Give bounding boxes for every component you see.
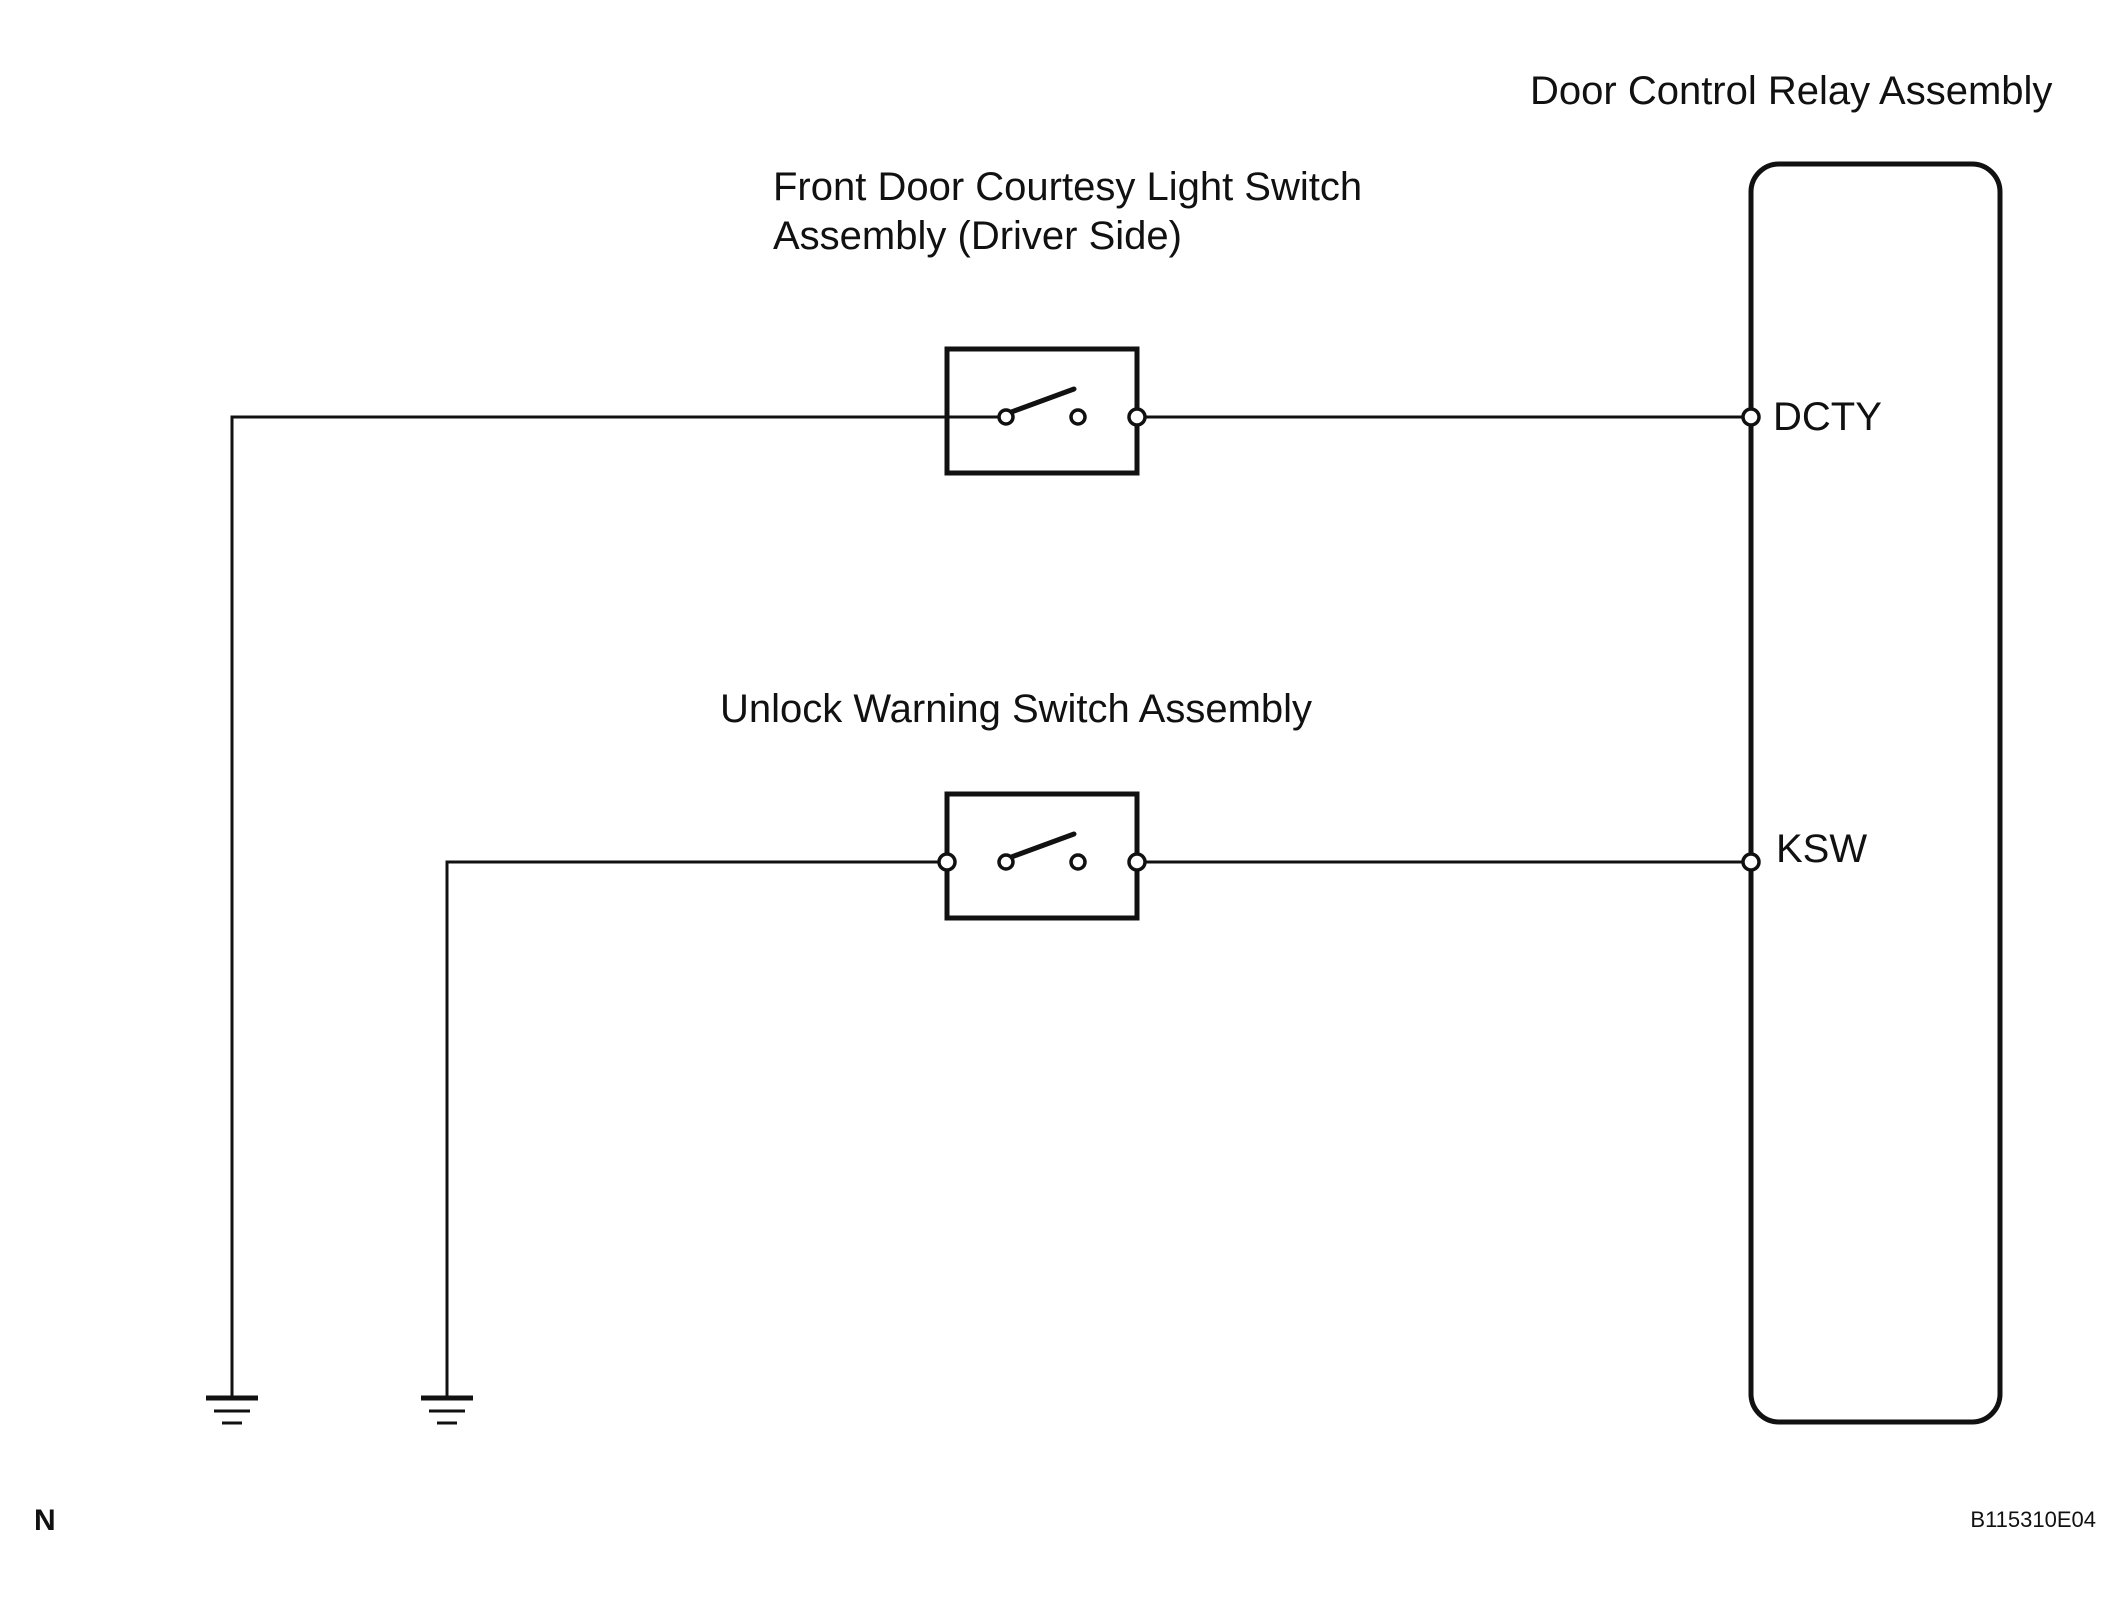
- relay-body: [1748, 161, 2003, 1425]
- courtesy-switch-box: [944, 346, 1140, 476]
- courtesy-switch-contact-right: [1069, 408, 1087, 426]
- courtesy-switch-label-line1: Front Door Courtesy Light Switch: [773, 165, 1362, 209]
- ground-symbol-courtesy: [206, 1395, 258, 1425]
- pin-ksw-label: KSW: [1776, 827, 1867, 871]
- courtesy-switch-terminal: [1127, 407, 1147, 427]
- figure-code: B115310E04: [1970, 1507, 2096, 1532]
- unlock-switch-label: Unlock Warning Switch Assembly: [720, 687, 1312, 731]
- relay-title: Door Control Relay Assembly: [1530, 69, 2052, 113]
- ground-symbol-unlock: [421, 1395, 473, 1425]
- unlock-switch-box: [944, 791, 1140, 921]
- dcty-pin-terminal: [1741, 407, 1761, 427]
- courtesy-switch-blade: [1003, 386, 1077, 417]
- unlock-ground-wire: [445, 860, 947, 1398]
- courtesy-ground-wire: [230, 415, 1000, 1398]
- unlock-switch-blade: [1003, 831, 1077, 862]
- courtesy-switch-label-line2: Assembly (Driver Side): [773, 214, 1182, 258]
- unlock-switch-contact-right: [1069, 853, 1087, 871]
- pin-dcty-label: DCTY: [1773, 395, 1882, 439]
- courtesy-switch-contact-left: [997, 408, 1015, 426]
- unlock-switch-contact-left: [997, 853, 1015, 871]
- unlock-switch-terminal-left: [937, 852, 957, 872]
- footer-left-mark: N: [34, 1504, 56, 1537]
- ksw-pin-terminal: [1741, 852, 1761, 872]
- unlock-switch-terminal-right: [1127, 852, 1147, 872]
